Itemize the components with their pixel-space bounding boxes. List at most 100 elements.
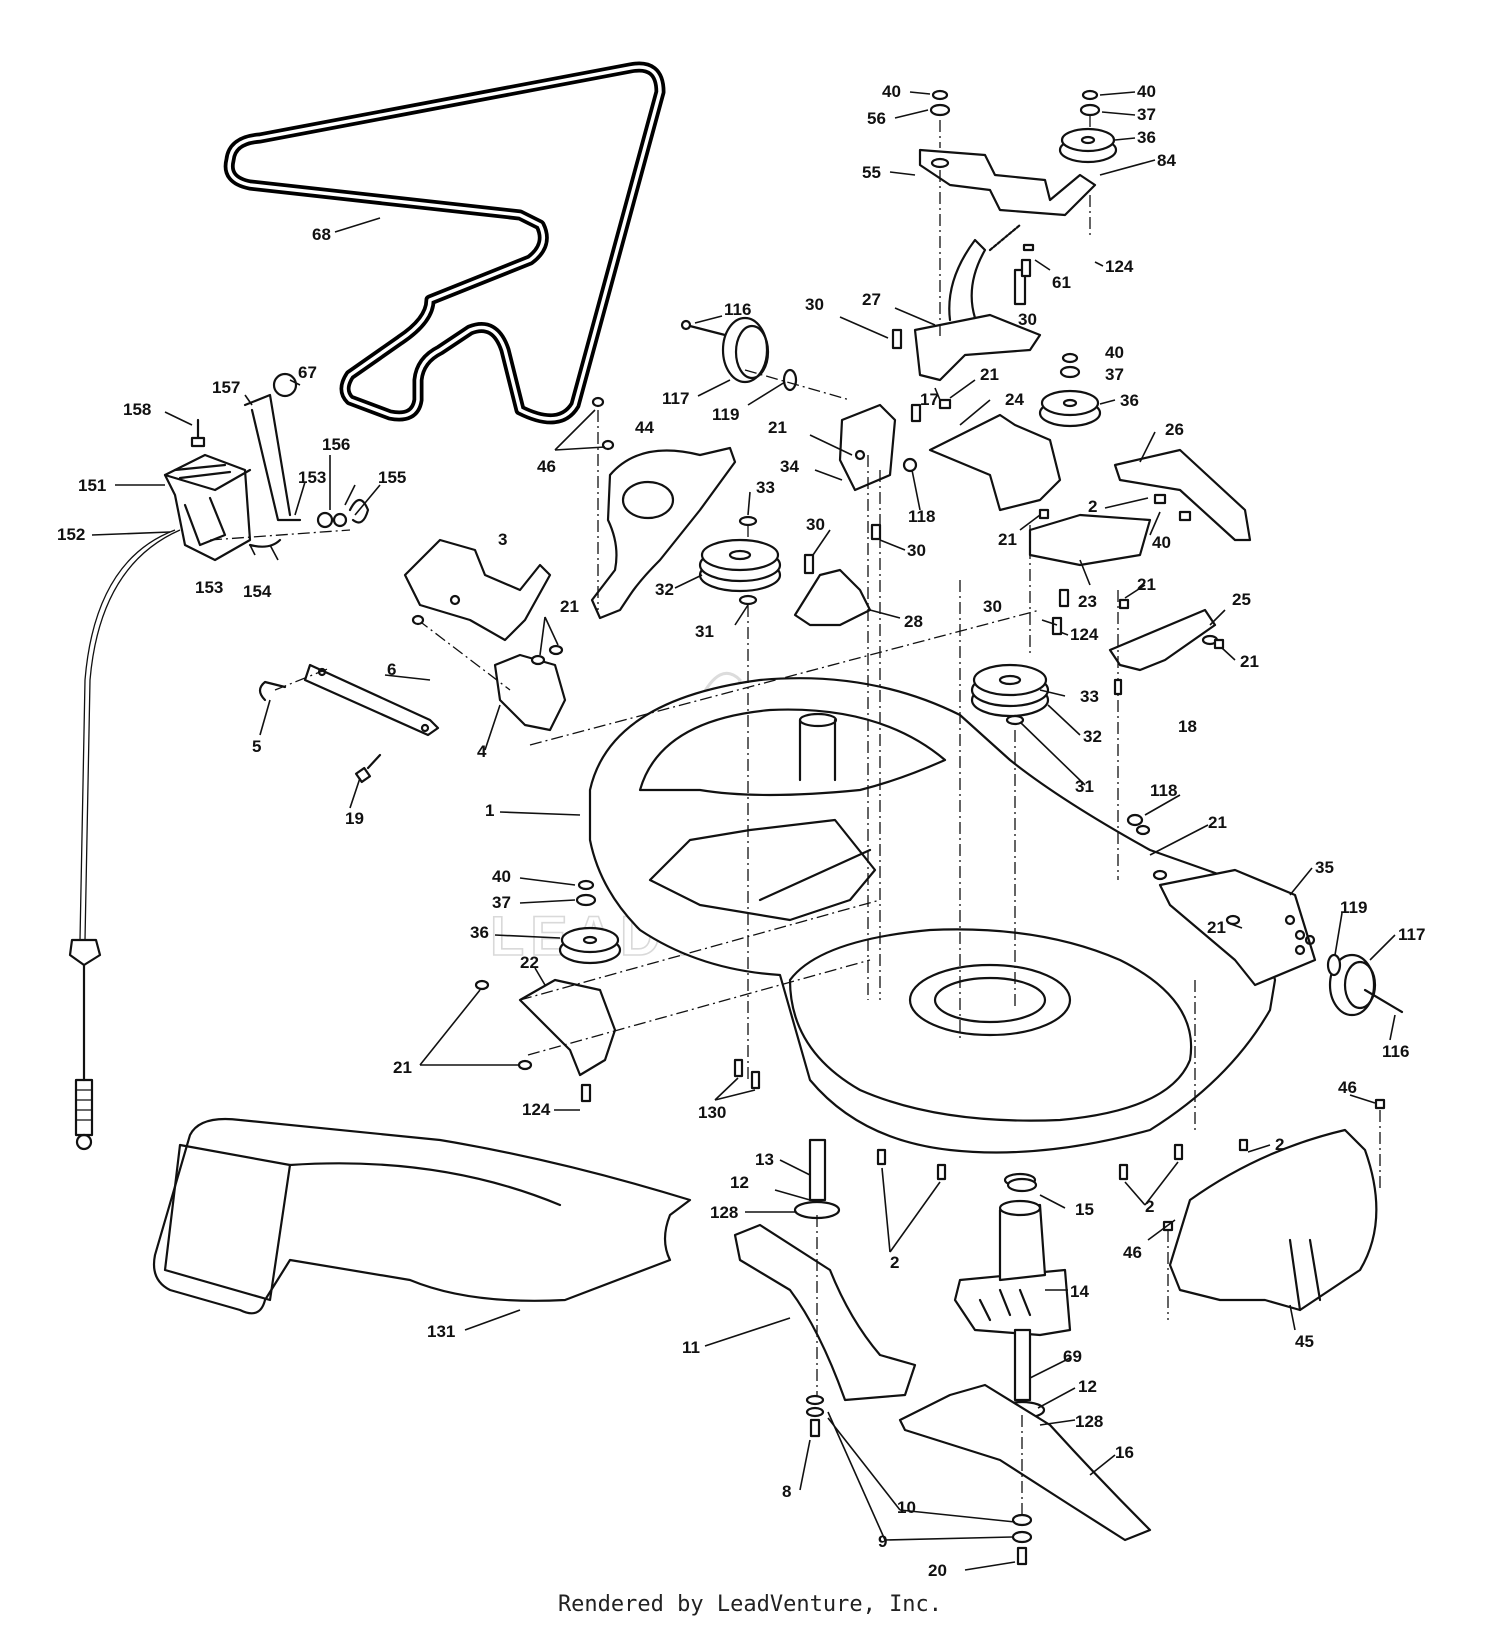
callout-33: 33 [1080,687,1099,706]
callout-67: 67 [298,363,317,382]
callout-2: 2 [1275,1135,1284,1154]
callout-12: 12 [730,1173,749,1192]
callout-31: 31 [695,622,714,641]
bracket-34 [793,403,918,627]
callout-12: 12 [1078,1377,1097,1396]
callout-119: 119 [1340,898,1367,917]
callout-36: 36 [1137,128,1156,147]
callout-25: 25 [1232,590,1251,609]
callout-13: 13 [755,1150,774,1169]
idler-arm-55 [918,89,1118,217]
callout-18: 18 [1178,717,1197,736]
callout-46: 46 [537,457,556,476]
callout-61: 61 [1052,273,1071,292]
callout-5: 5 [252,737,261,756]
callout-128: 128 [710,1203,738,1222]
callout-130: 130 [698,1103,726,1122]
callout-35: 35 [1315,858,1334,877]
callout-9: 9 [878,1532,887,1551]
callout-21: 21 [998,530,1017,549]
callout-131: 131 [427,1322,455,1341]
callout-153: 153 [195,578,223,597]
callout-19: 19 [345,809,364,828]
callout-23: 23 [1078,592,1097,611]
callout-3: 3 [498,530,507,549]
callout-55: 55 [862,163,881,182]
blade-11 [733,1223,917,1402]
pulley-36-mid [928,352,1102,512]
callout-154: 154 [243,582,272,601]
callout-21: 21 [768,418,787,437]
callout-2: 2 [1088,497,1097,516]
callout-2: 2 [890,1253,899,1272]
callout-17: 17 [920,390,939,409]
callout-40: 40 [492,867,511,886]
callout-118: 118 [1150,781,1177,800]
callout-45: 45 [1295,1332,1314,1351]
callout-28: 28 [904,612,923,631]
callout-37: 37 [1105,365,1124,384]
blade-16 [898,1383,1152,1542]
callout-11: 11 [682,1338,700,1357]
bracket-35 [1158,868,1404,1017]
callout-40: 40 [1137,82,1156,101]
callout-117: 117 [662,389,689,408]
callout-22: 22 [520,953,539,972]
belt-cover-44 [590,446,737,620]
callout-153: 153 [298,468,326,487]
callout-16: 16 [1115,1443,1134,1462]
callout-15: 15 [1075,1200,1094,1219]
mower-deck-1 [588,677,1277,1154]
callout-128: 128 [1075,1412,1103,1431]
callout-116: 116 [1382,1042,1409,1061]
pulley-32-right [970,663,1050,726]
callout-6: 6 [387,660,396,679]
callout-46: 46 [1123,1243,1142,1262]
callout-151: 151 [78,476,106,495]
callout-155: 155 [378,468,406,487]
callout-30: 30 [806,515,825,534]
callout-30: 30 [907,541,926,560]
callout-40: 40 [882,82,901,101]
callout-21: 21 [1207,918,1226,937]
assembly-lines [209,115,1381,1520]
footer-credit: Rendered by LeadVenture, Inc. [557,1592,943,1617]
callout-4: 4 [477,742,487,761]
callout-68: 68 [312,225,331,244]
callout-124: 124 [1105,257,1134,276]
idler-pulley-117-top [680,316,798,392]
callout-117: 117 [1398,925,1425,944]
arm-27 [913,223,1042,382]
callout-33: 33 [756,478,775,497]
pulley-32-left [698,515,782,606]
callout-32: 32 [655,580,674,599]
callout-152: 152 [57,525,85,544]
callout-32: 32 [1083,727,1102,746]
callout-21: 21 [1240,652,1259,671]
callout-124: 124 [1070,625,1099,644]
callout-10: 10 [897,1498,916,1517]
callout-37: 37 [492,893,511,912]
callout-30: 30 [805,295,824,314]
callout-116: 116 [724,300,751,319]
belt-cover-45 [1168,1128,1378,1312]
lift-brackets [258,538,567,784]
callout-21: 21 [980,365,999,384]
height-adjust-assembly [68,372,370,1151]
discharge-chute-131 [152,1117,692,1315]
callout-37: 37 [1137,105,1156,124]
leader-lines [91,91,1396,1571]
callout-21: 21 [1137,575,1156,594]
callout-36: 36 [1120,391,1139,410]
callout-124: 124 [522,1100,551,1119]
callout-44: 44 [635,418,654,437]
callout-30: 30 [1018,310,1037,329]
pulley-36-lower [518,879,622,1077]
callout-1: 1 [485,801,494,820]
callout-21: 21 [560,597,579,616]
callout-157: 157 [212,378,240,397]
callout-27: 27 [862,290,881,309]
callout-46: 46 [1338,1078,1357,1097]
shield-26 [1028,448,1252,672]
